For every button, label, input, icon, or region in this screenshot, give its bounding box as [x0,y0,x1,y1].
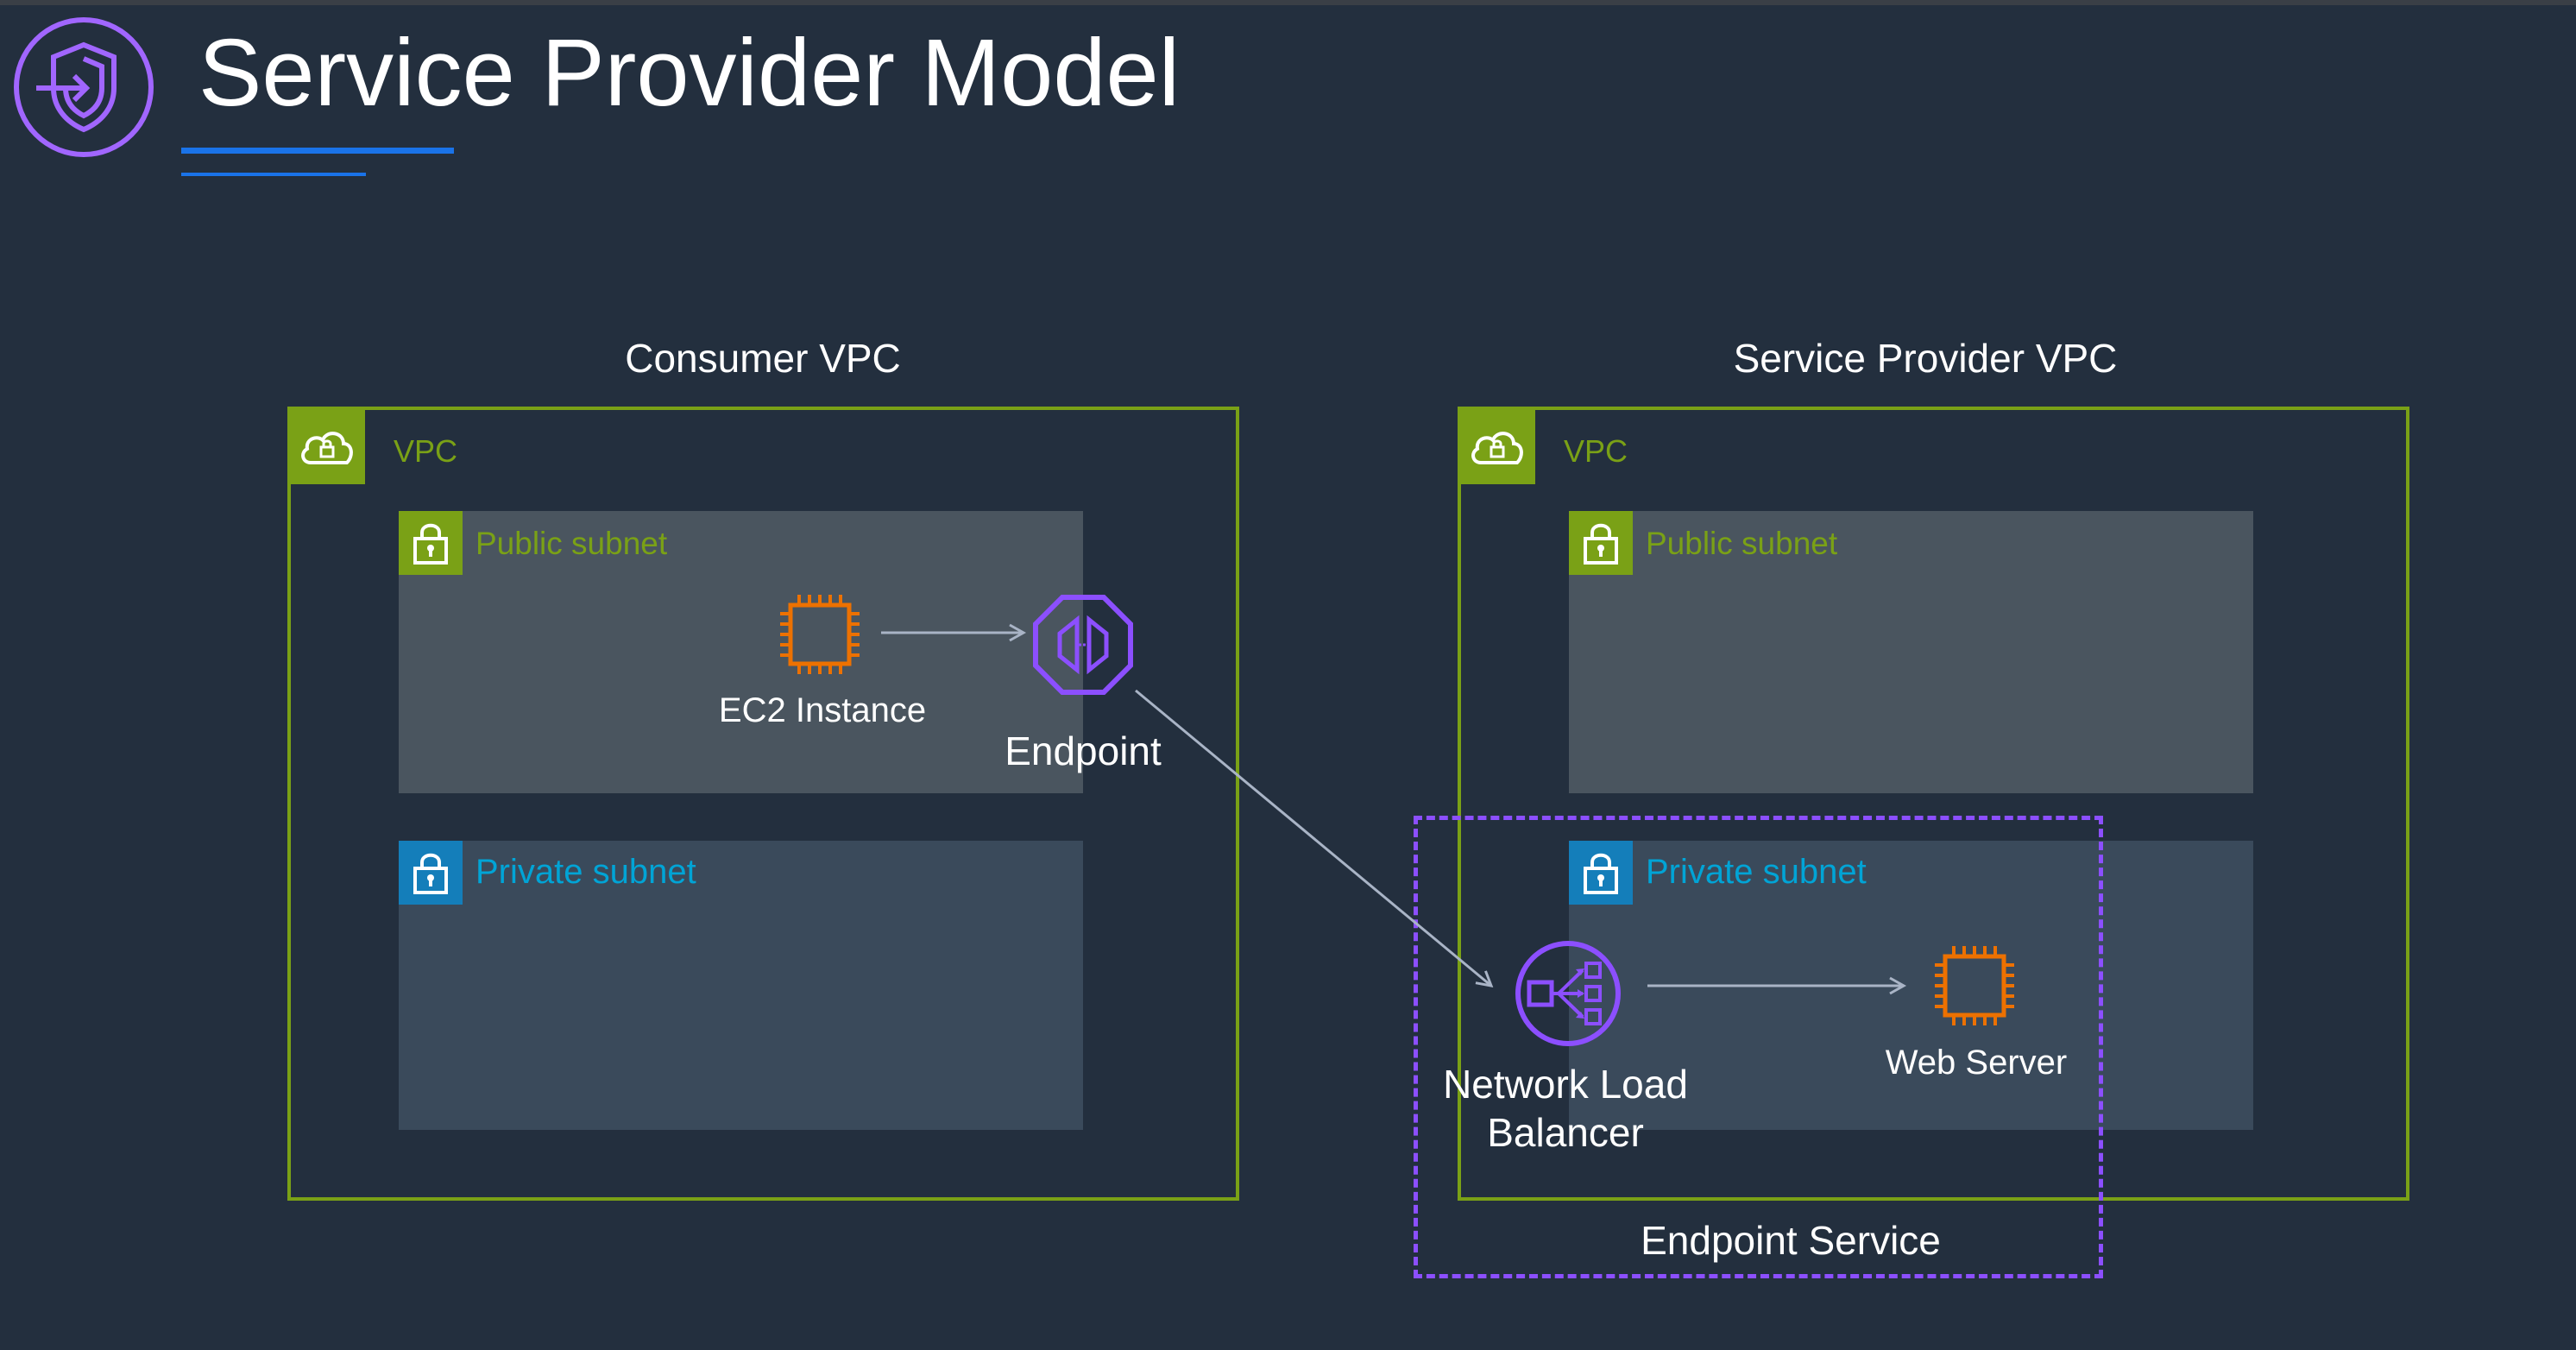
endpoint-service-label: Endpoint Service [1641,1218,1941,1263]
endpoint-service-boundary [1414,816,2103,1278]
endpoint-label: Endpoint [1005,729,1162,773]
nlb-label-line2: Balancer [1487,1110,1644,1156]
provider-public-subnet [1569,511,2253,793]
consumer-vpc-label: VPC [394,433,458,469]
page-title: Service Provider Model [198,20,1181,126]
provider-vpc-label: VPC [1564,433,1628,469]
web-server-icon [1935,946,2014,1025]
top-border [0,0,2576,5]
provider-public-subnet-label: Public subnet [1646,526,1838,561]
ec2-instance-icon [780,595,860,674]
consumer-private-subnet [399,841,1083,1130]
consumer-vpc-heading: Consumer VPC [625,336,901,381]
consumer-public-subnet-lock-icon [399,511,463,575]
consumer-vpc-cloud-icon [289,408,365,484]
web-server-label: Web Server [1885,1044,2068,1082]
provider-private-subnet-lock-icon [1569,841,1633,905]
network-load-balancer-icon [1515,941,1621,1046]
provider-vpc-cloud-icon [1459,408,1535,484]
shield-logo-icon [14,17,154,157]
consumer-public-subnet [399,511,1083,793]
nlb-label: Network Load Balancer [1443,1060,1688,1157]
provider-public-subnet-lock-icon [1569,511,1633,575]
vpc-endpoint-icon [1033,595,1133,695]
consumer-public-subnet-label: Public subnet [476,526,668,561]
ec2-instance-label: EC2 Instance [718,691,927,729]
provider-vpc-heading: Service Provider VPC [1733,336,2118,381]
title-underline-secondary [181,173,366,176]
provider-private-subnet-label: Private subnet [1646,853,1867,891]
consumer-private-subnet-lock-icon [399,841,463,905]
title-underline [181,148,454,154]
consumer-private-subnet-label: Private subnet [476,853,696,891]
nlb-label-line1: Network Load [1443,1062,1688,1107]
